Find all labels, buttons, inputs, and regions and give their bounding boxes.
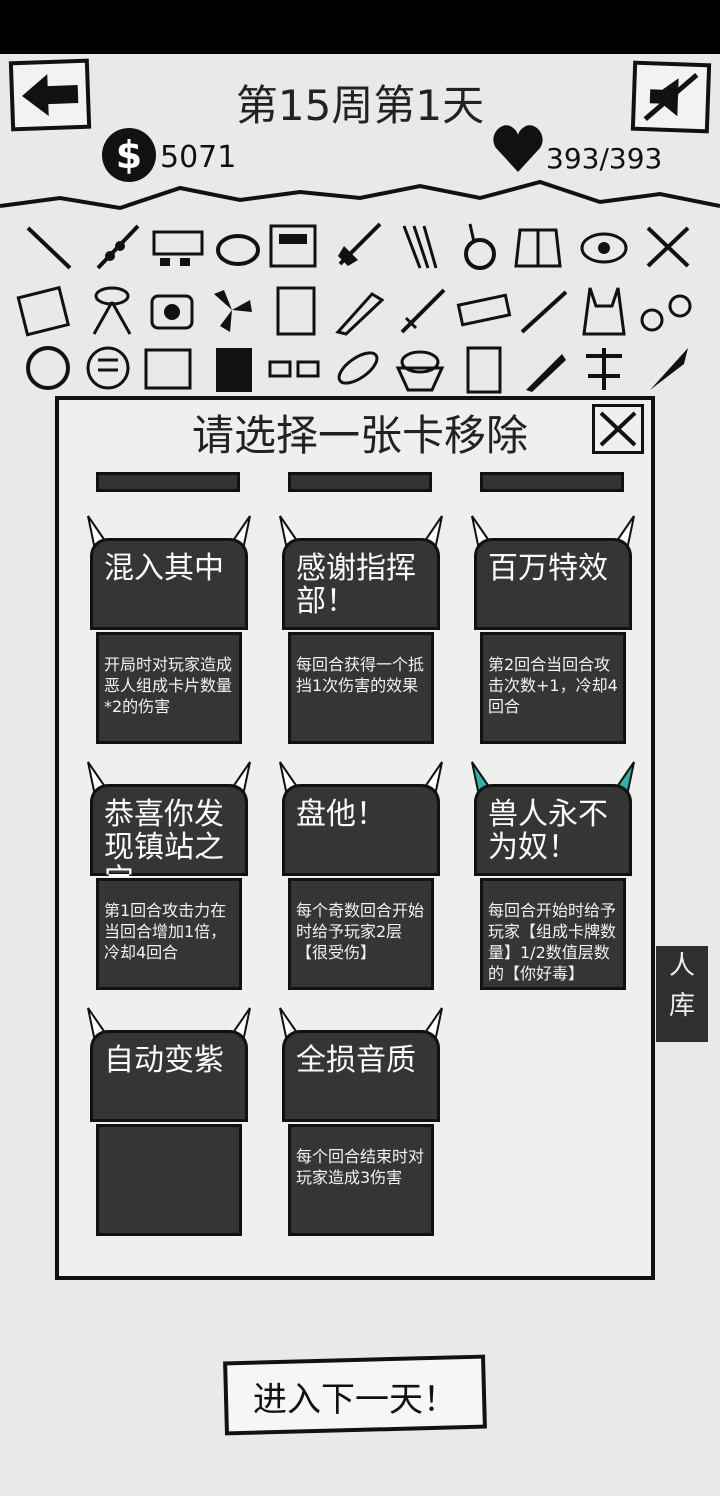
sword-icon[interactable] <box>394 282 450 338</box>
card-name: 盘他！ <box>296 797 386 832</box>
status-bar <box>0 0 720 54</box>
coin-icon: $ <box>102 128 156 182</box>
page-title: 第15周第1天 <box>235 81 485 130</box>
heart-icon <box>493 125 543 172</box>
trash-can-icon[interactable] <box>206 340 262 396</box>
inventory-items <box>10 210 710 540</box>
card-body <box>288 632 434 744</box>
card-body <box>480 878 626 990</box>
card-item[interactable]: 百万特效第2回合当回合攻击次数+1，冷却4回合 <box>468 514 638 744</box>
book-icon[interactable] <box>140 340 196 396</box>
card-name: 自动变紫 <box>104 1043 224 1078</box>
bicycle-icon[interactable] <box>638 282 694 338</box>
card-item[interactable]: 盘他！ 每个奇数回合开始时给予玩家2层【很受伤】 <box>276 760 446 990</box>
dialog-title: 请选择一张卡移除 <box>191 411 528 460</box>
next-day-label: 进入下一天！ <box>253 1380 457 1420</box>
card-scroll-edge <box>480 472 624 492</box>
carrot-icon[interactable] <box>516 340 572 396</box>
torn-paper-edge <box>0 179 720 211</box>
back-button[interactable] <box>8 58 92 132</box>
card-name: 感谢指挥部！ <box>296 551 416 619</box>
card-item[interactable]: 全损音质每个回合结束时对玩家造成3伤害 <box>276 1006 446 1236</box>
fan-icon[interactable] <box>204 282 260 338</box>
ring-icon[interactable] <box>210 218 266 274</box>
card-description: 每个回合结束时对玩家造成3伤害 <box>296 1147 425 1187</box>
card-header <box>474 784 632 876</box>
card-item[interactable]: 恭喜你发现镇站之宝第1回合攻击力在当回合增加1倍，冷却4回合 <box>84 760 254 990</box>
card-body <box>288 878 434 990</box>
paper-note-icon[interactable] <box>16 282 72 338</box>
calligraphy-icon[interactable] <box>576 340 632 396</box>
tripod-icon[interactable] <box>84 282 140 338</box>
axe-icon[interactable] <box>330 218 386 274</box>
money-value: 5071 <box>160 140 237 175</box>
scissors-icon[interactable] <box>640 218 696 274</box>
card-body <box>288 1124 434 1236</box>
card-body <box>96 878 242 990</box>
mute-button[interactable] <box>630 60 712 134</box>
card-name: 全损音质 <box>296 1043 416 1078</box>
close-x-icon <box>599 411 637 447</box>
keyboard-icon[interactable] <box>150 218 206 274</box>
robe-icon[interactable] <box>510 218 566 274</box>
blade-icon[interactable] <box>640 340 696 396</box>
card-item[interactable]: 感谢指挥部！ 每回合获得一个抵挡1次伤害的效果 <box>276 514 446 744</box>
card-item[interactable]: 兽人永不为奴！ 每回合开始时给予玩家【组成卡牌数量】1/2数值层数的【你好毒】 <box>468 760 638 990</box>
stick-icon[interactable] <box>20 218 76 274</box>
card-item[interactable]: 混入其中开局时对玩家造成恶人组成卡片数量*2的伤害 <box>84 514 254 744</box>
card-header <box>90 538 248 630</box>
camera-icon[interactable] <box>144 282 200 338</box>
card-item[interactable]: 自动变紫 <box>84 1006 254 1236</box>
horn-icon[interactable] <box>332 282 388 338</box>
card-header <box>282 538 440 630</box>
tag-icon[interactable] <box>456 282 512 338</box>
shield-icon[interactable] <box>20 340 76 396</box>
skewer-icon[interactable] <box>90 218 146 274</box>
eye-stone-icon[interactable] <box>576 218 632 274</box>
knife-icon[interactable] <box>516 282 572 338</box>
can-icon[interactable] <box>456 340 512 396</box>
card-scroll-edge <box>288 472 432 492</box>
scroll-icon[interactable] <box>80 340 136 396</box>
arrow-left-icon <box>22 74 79 117</box>
card-body <box>96 632 242 744</box>
hp-value: 393/393 <box>546 142 663 175</box>
card-header <box>282 1030 440 1122</box>
sticks-icon[interactable] <box>390 218 446 274</box>
card-name: 恭喜你发现镇站之宝 <box>104 797 224 897</box>
card-header <box>90 1030 248 1122</box>
vest-icon[interactable] <box>576 282 632 338</box>
card-header <box>474 538 632 630</box>
ring-pendant-icon[interactable] <box>450 218 506 274</box>
speaker-muted-icon <box>643 72 699 122</box>
card-body <box>480 632 626 744</box>
card-description: 每回合获得一个抵挡1次伤害的效果 <box>296 655 425 695</box>
card-description: 第1回合攻击力在当回合增加1倍，冷却4回合 <box>104 901 227 962</box>
fish-icon[interactable] <box>330 340 386 396</box>
card-name: 兽人永不为奴！ <box>488 797 608 865</box>
card-description: 每个奇数回合开始时给予玩家2层【很受伤】 <box>296 901 425 962</box>
close-button[interactable] <box>592 404 644 454</box>
card-scroll-edge <box>96 472 240 492</box>
card-description: 第2回合当回合攻击次数+1，冷却4回合 <box>488 655 618 716</box>
card-body <box>96 1124 242 1236</box>
card-name: 混入其中 <box>104 551 224 586</box>
card-description: 开局时对玩家造成恶人组成卡片数量*2的伤害 <box>104 655 233 716</box>
card-header <box>90 784 248 876</box>
radio-icon[interactable] <box>265 218 321 274</box>
background-label: 人 库 <box>656 946 708 1042</box>
rice-bowl-icon[interactable] <box>392 340 448 396</box>
card-header <box>282 784 440 876</box>
card-name: 百万特效 <box>488 551 608 586</box>
card-description: 每回合开始时给予玩家【组成卡牌数量】1/2数值层数的【你好毒】 <box>488 901 617 983</box>
frame-icon[interactable] <box>268 282 324 338</box>
glasses-icon[interactable] <box>266 340 322 396</box>
